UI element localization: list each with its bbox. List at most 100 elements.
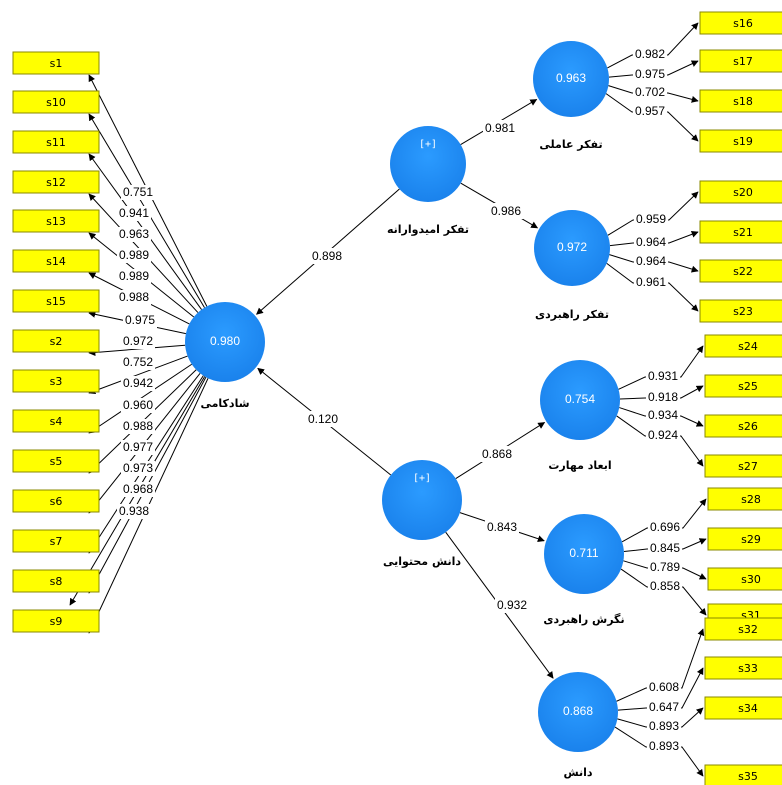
indicator-box xyxy=(707,487,782,511)
indicator-box xyxy=(12,329,100,353)
indicator-box xyxy=(699,11,782,35)
indicator-s9[interactable]: s9 xyxy=(12,609,100,633)
indicator-s21[interactable]: s21 xyxy=(699,220,782,244)
indicator-s17[interactable]: s17 xyxy=(699,49,782,73)
indicator-s15[interactable]: s15 xyxy=(12,289,100,313)
indicator-s33[interactable]: s33 xyxy=(704,656,782,680)
loading-line-s3 xyxy=(88,355,188,395)
expand-indicators-icon[interactable]: [+] xyxy=(419,139,437,150)
loading-weight: 0.702 xyxy=(635,85,665,99)
loading-weight: 0.858 xyxy=(650,579,680,593)
path-weight-bg xyxy=(485,519,519,535)
path-weight: 0.898 xyxy=(312,249,342,263)
indicator-s10[interactable]: s10 xyxy=(12,90,100,114)
indicator-box xyxy=(12,609,100,633)
indicator-s8[interactable]: s8 xyxy=(12,569,100,593)
loading-weight: 0.957 xyxy=(635,104,665,118)
indicator-box xyxy=(704,414,782,438)
loading-weight: 0.975 xyxy=(635,67,665,81)
indicator-s19[interactable]: s19 xyxy=(699,129,782,153)
indicator-s26[interactable]: s26 xyxy=(704,414,782,438)
indicator-label: s5 xyxy=(50,455,63,468)
indicator-label: s29 xyxy=(741,533,761,546)
loading-weight: 0.960 xyxy=(123,398,153,412)
indicator-s11[interactable]: s11 xyxy=(12,130,100,154)
indicator-s12[interactable]: s12 xyxy=(12,170,100,194)
loading-weight: 0.982 xyxy=(635,47,665,61)
indicator-s32[interactable]: s32 xyxy=(704,617,782,641)
indicator-s18[interactable]: s18 xyxy=(699,89,782,113)
latent-danesh_m[interactable]: [+]دانش محتوایی xyxy=(382,460,462,568)
indicator-s16[interactable]: s16 xyxy=(699,11,782,35)
latent-circle xyxy=(185,302,265,382)
loading-weight-bg xyxy=(117,504,151,519)
indicator-s14[interactable]: s14 xyxy=(12,249,100,273)
loading-weight: 0.845 xyxy=(650,541,680,555)
indicator-label: s2 xyxy=(50,335,63,348)
indicator-label: s19 xyxy=(733,135,753,148)
indicator-s29[interactable]: s29 xyxy=(707,527,782,551)
indicator-box xyxy=(704,334,782,358)
indicator-s13[interactable]: s13 xyxy=(12,209,100,233)
indicator-box xyxy=(12,130,100,154)
indicator-s6[interactable]: s6 xyxy=(12,489,100,513)
indicator-s22[interactable]: s22 xyxy=(699,259,782,283)
loading-weight: 0.972 xyxy=(123,334,153,348)
latent-circle xyxy=(544,514,624,594)
indicator-s25[interactable]: s25 xyxy=(704,374,782,398)
indicator-s3[interactable]: s3 xyxy=(12,369,100,393)
loading-weight-bg xyxy=(647,719,681,734)
indicator-label: s27 xyxy=(738,460,758,473)
loading-weight-bg xyxy=(648,579,682,594)
loading-weight: 0.941 xyxy=(119,206,149,220)
latent-omid[interactable]: [+]تفکر امیدوارانه xyxy=(387,126,469,236)
indicator-s28[interactable]: s28 xyxy=(707,487,782,511)
indicator-s23[interactable]: s23 xyxy=(699,299,782,323)
path-weight: 0.120 xyxy=(308,412,338,426)
latent-circle xyxy=(533,41,609,117)
loading-weight-bg xyxy=(121,355,155,370)
latent-circle xyxy=(390,126,466,202)
loading-weight: 0.977 xyxy=(123,440,153,454)
loading-weight: 0.973 xyxy=(123,461,153,475)
indicator-s35[interactable]: s35 xyxy=(704,764,782,785)
indicator-label: s35 xyxy=(738,770,758,783)
indicator-s1[interactable]: s1 xyxy=(12,51,100,75)
indicator-s2[interactable]: s2 xyxy=(12,329,100,353)
loading-weight-bg xyxy=(121,440,155,455)
loading-weight-bg xyxy=(117,206,151,221)
path-weight: 0.932 xyxy=(497,598,527,612)
indicator-s27[interactable]: s27 xyxy=(704,454,782,478)
indicator-box xyxy=(699,259,782,283)
indicator-s34[interactable]: s34 xyxy=(704,696,782,720)
indicator-box xyxy=(12,170,100,194)
indicator-s5[interactable]: s5 xyxy=(12,449,100,473)
latent-name: شادکامی xyxy=(200,397,249,410)
indicator-s4[interactable]: s4 xyxy=(12,409,100,433)
latent-name: ابعاد مهارت xyxy=(548,459,611,472)
indicator-box xyxy=(704,764,782,785)
indicator-box xyxy=(12,529,100,553)
loading-weight-bg xyxy=(633,85,667,100)
indicator-label: s24 xyxy=(738,340,758,353)
loading-line-s2 xyxy=(88,344,186,356)
loading-weight-bg xyxy=(121,334,155,349)
indicator-label: s11 xyxy=(46,136,66,149)
indicator-s7[interactable]: s7 xyxy=(12,529,100,553)
indicator-s24[interactable]: s24 xyxy=(704,334,782,358)
expand-indicators-icon[interactable]: [+] xyxy=(413,473,431,484)
loading-weight: 0.938 xyxy=(119,504,149,518)
indicator-label: s28 xyxy=(741,493,761,506)
latent-circle xyxy=(382,460,462,540)
loading-weight-bg xyxy=(121,185,155,200)
indicator-s30[interactable]: s30 xyxy=(707,567,782,591)
latent-circle xyxy=(540,360,620,440)
indicator-s20[interactable]: s20 xyxy=(699,180,782,204)
indicator-box xyxy=(704,656,782,680)
